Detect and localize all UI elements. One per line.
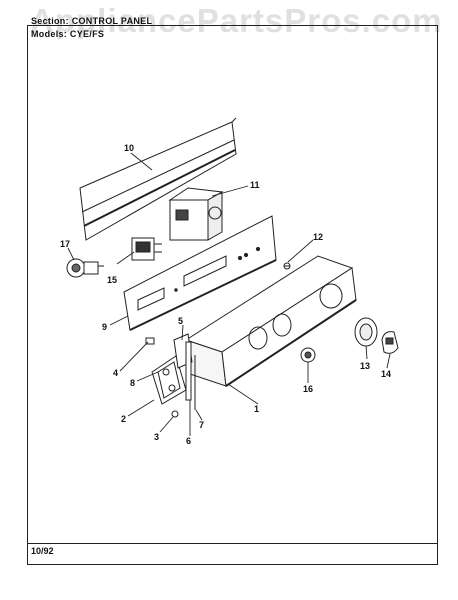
- part-15-switch-block: [131, 237, 162, 261]
- watermark-text: AppliancePartsPros.com: [30, 2, 443, 39]
- part-11-timer: [168, 187, 224, 241]
- callout-11: 11: [250, 180, 260, 190]
- callout-17: 17: [60, 239, 70, 249]
- callout-labels: 10 11 12 17 15 9 5 4 8 2 3 6 7 1 16 13 1…: [60, 143, 391, 446]
- callout-9: 9: [102, 322, 107, 332]
- callout-13: 13: [360, 361, 370, 371]
- callout-5: 5: [178, 316, 183, 326]
- callout-10: 10: [124, 143, 134, 153]
- part-6-7-rods: [185, 341, 196, 410]
- model-title: Models: CYE/FS: [31, 29, 105, 39]
- part-17-switch: [66, 258, 104, 278]
- part-10-rear-panel: [79, 117, 237, 241]
- part-14-knob: [381, 331, 399, 354]
- part-1-console: [184, 255, 357, 387]
- callout-14: 14: [381, 369, 391, 379]
- callout-6: 6: [186, 436, 191, 446]
- callout-8: 8: [130, 378, 135, 388]
- callout-16: 16: [303, 384, 313, 394]
- section-title: Section: CONTROL PANEL: [31, 16, 153, 26]
- footer-date: 10/92: [31, 546, 54, 556]
- callout-1: 1: [254, 404, 259, 414]
- leader-lines: [67, 152, 391, 436]
- part-12-screw: [283, 262, 291, 270]
- callout-2: 2: [121, 414, 126, 424]
- part-16-knob: [300, 347, 316, 363]
- part-9-control-panel: [123, 215, 277, 331]
- callout-4: 4: [113, 368, 118, 378]
- callout-12: 12: [313, 232, 323, 242]
- footer-divider: [27, 543, 438, 544]
- diagram-frame: [27, 25, 438, 565]
- callout-15: 15: [107, 275, 117, 285]
- callout-3: 3: [154, 432, 159, 442]
- part-4-clip: [145, 337, 155, 345]
- callout-7: 7: [199, 420, 204, 430]
- part-13-dial: [354, 317, 378, 347]
- part-3-screw: [171, 410, 179, 418]
